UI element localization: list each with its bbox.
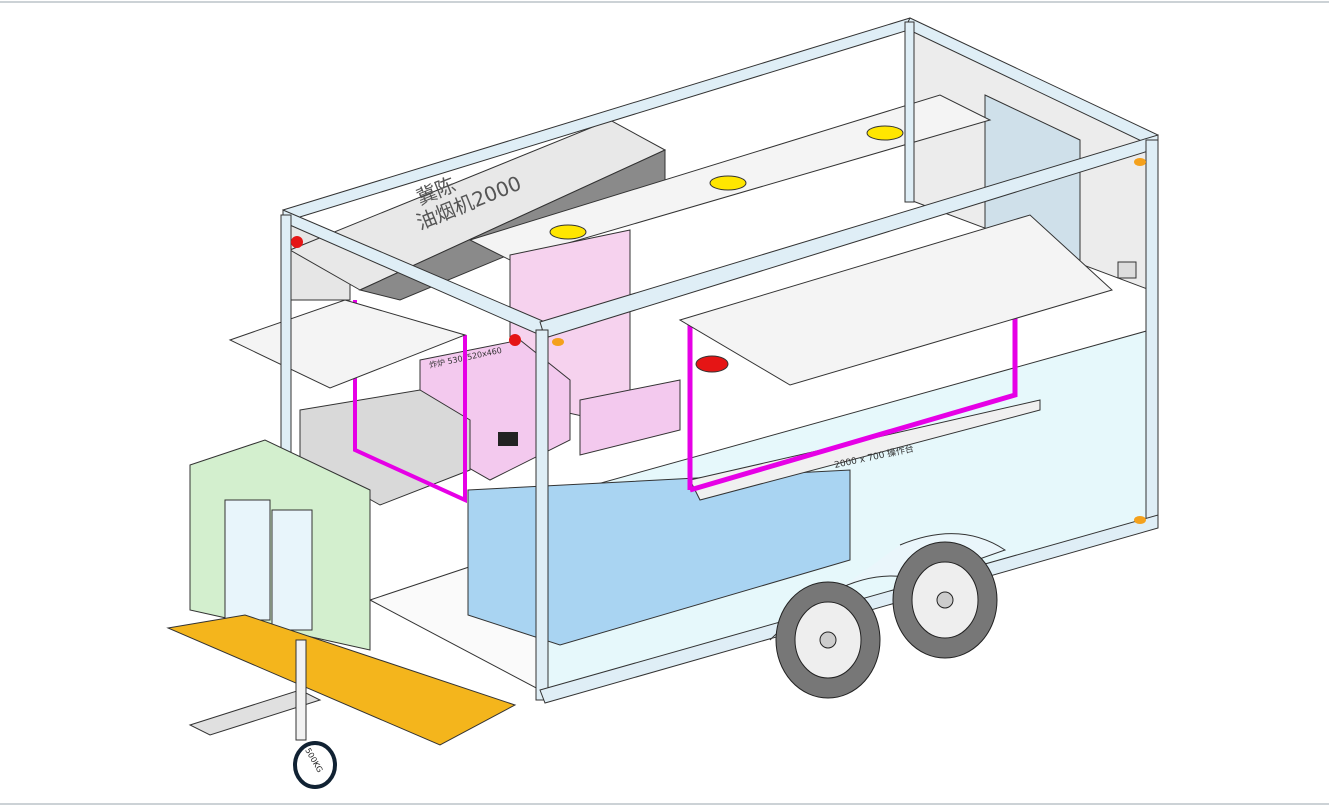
marker-light (1134, 516, 1146, 524)
water-tank (224, 499, 271, 621)
jockey-stand (295, 639, 307, 741)
fryer-panel (498, 432, 518, 446)
water-tank (271, 509, 313, 631)
drawbar (188, 689, 322, 736)
serving-awning (678, 214, 1113, 386)
ceiling-light (866, 125, 904, 141)
switch-panel (1117, 261, 1137, 279)
wheel-front (775, 581, 881, 699)
serving-shelf (689, 399, 1041, 501)
marker-light (509, 334, 521, 346)
jockey-wheel (293, 741, 337, 789)
outlet-unit (579, 379, 681, 456)
alarm-light (695, 355, 729, 373)
ceiling-light (709, 175, 747, 191)
marker-light (1134, 158, 1146, 166)
tongue-platform (166, 614, 517, 746)
marker-light (291, 236, 303, 248)
wheel-rear (892, 541, 998, 659)
marker-light (552, 338, 564, 346)
ceiling-light (549, 224, 587, 240)
